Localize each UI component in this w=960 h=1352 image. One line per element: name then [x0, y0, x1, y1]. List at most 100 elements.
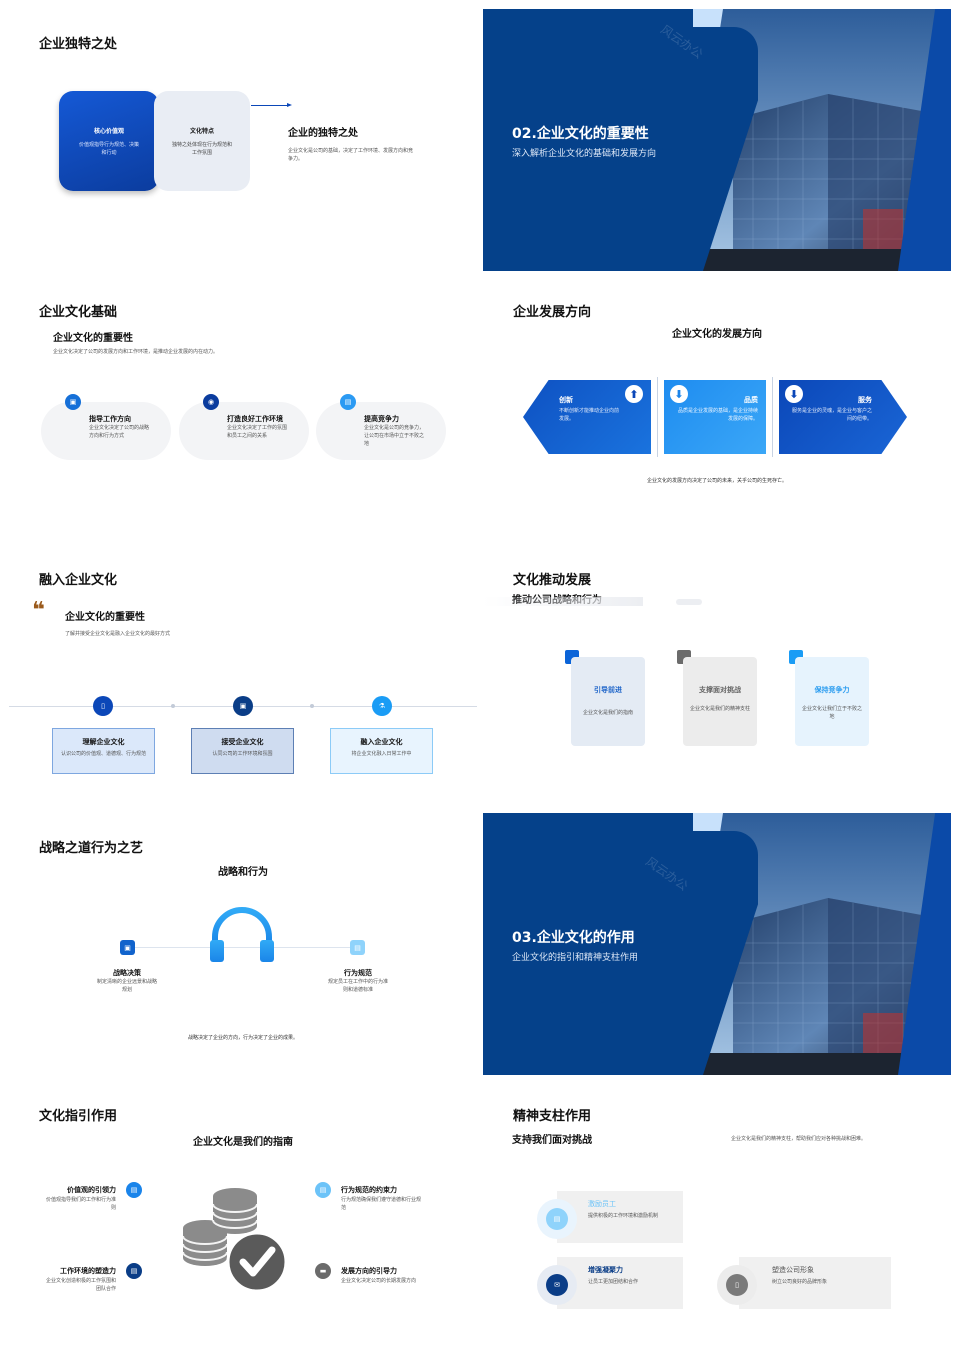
card-title: 增强凝聚力 — [588, 1266, 623, 1274]
card-text: 企业文化是我们的精神支柱 — [689, 706, 750, 712]
section-desc: 企业文化是我们的精神支柱，帮助我们应对各种挑战和困难。 — [731, 1136, 867, 1142]
feature-title: 指导工作方向 — [89, 415, 131, 423]
chat-icon: ▤ — [340, 394, 356, 410]
blue-panel — [483, 831, 758, 1075]
section-heading: 企业文化的重要性 — [53, 333, 133, 344]
section-desc: 了解并接受企业文化是融入企业文化的最好方式 — [65, 631, 171, 637]
slide-title: 文化推动发展 — [513, 573, 592, 588]
left-title: 战略决策 — [113, 969, 141, 977]
divider — [772, 377, 773, 457]
slide-title: 企业文化基础 — [39, 305, 118, 320]
slide-strategy-behavior[interactable]: 战略之道行为之艺 战略和行为 ▣ 战略决策 制定清晰的企业远景和战略规划 ▤ 行… — [9, 813, 477, 1075]
chat-icon: ▤ — [126, 1263, 142, 1279]
slide-company-uniqueness[interactable]: 企业独特之处 核心价值观 价值观指导行为规范、决策和行动 文化特点 独特之处体现… — [9, 9, 477, 271]
card-title: 核心价值观 — [93, 128, 124, 135]
headphones-icon — [210, 907, 274, 962]
feature-text: 企业文化决定了公司的战略方向和行为方式 — [89, 425, 150, 439]
subtitle-bar — [483, 597, 643, 606]
step-text: 将企业文化融入日常工作中 — [351, 751, 412, 757]
chat-icon: ▤ — [350, 940, 365, 955]
item-text: 行为规范确保我们遵守道德和行业规范 — [341, 1197, 422, 1211]
slide-title: 精神支柱作用 — [513, 1109, 592, 1124]
section-heading: 企业的独特之处 — [288, 128, 358, 139]
slide-culture-drives-development[interactable]: 文化推动发展 推动公司战略和行为 引导前进 企业文化是我们的指南 支撑面对挑战 … — [483, 545, 951, 807]
blue-panel-top — [483, 813, 693, 843]
chat-icon: ▤ — [537, 1199, 577, 1239]
footer-text: 战略决定了企业的方向，行为决定了企业的成果。 — [187, 1035, 298, 1041]
step-title: 接受企业文化 — [221, 738, 264, 746]
step-text: 认识公司的价值观、道德观、行为规范 — [61, 751, 147, 757]
slide-spiritual-pillar[interactable]: 精神支柱作用 支持我们面对挑战 企业文化是我们的精神支柱，帮助我们应对各种挑战和… — [483, 1081, 951, 1343]
card-text: 企业文化是我们的指南 — [582, 710, 633, 716]
slide-title: 企业独特之处 — [39, 37, 118, 52]
card-core-values: 核心价值观 价值观指导行为规范、决策和行动 — [59, 91, 159, 191]
chat-icon: ▤ — [126, 1182, 142, 1198]
card-title: 文化特点 — [189, 128, 214, 135]
down-arrow-icon: ⬇ — [670, 385, 688, 403]
image-icon: ▣ — [120, 940, 135, 955]
card-text: 企业文化让我们立于不败之地 — [801, 706, 862, 720]
card-title: 支撑面对挑战 — [699, 686, 741, 694]
card-title: 激励员工 — [588, 1200, 616, 1208]
left-text: 制定清晰的企业远景和战略规划 — [97, 979, 158, 993]
card-text: 服务是企业的灵魂，是企业与客户之间的纽带。 — [791, 408, 872, 422]
chat-icon: ▤ — [315, 1182, 331, 1198]
section-subtitle: 深入解析企业文化的基础和发展方向 — [512, 149, 657, 159]
document-icon-inner: ▯ — [726, 1274, 748, 1296]
step-title: 融入企业文化 — [360, 738, 403, 746]
item-title: 行为规范的约束力 — [341, 1186, 397, 1194]
arrow-head-icon — [287, 103, 292, 107]
timeline-dot — [310, 704, 314, 708]
connector-line — [134, 947, 352, 948]
step-card: 融入企业文化 将企业文化融入日常工作中 — [330, 728, 433, 774]
item-title: 价值观的引领力 — [67, 1186, 116, 1194]
section-title: 02.企业文化的重要性 — [512, 126, 649, 142]
feature-text: 企业文化决定了工作的氛围和员工之间的关系 — [227, 425, 288, 439]
section-heading: 企业文化是我们的指南 — [193, 1137, 293, 1148]
card-title: 保持竞争力 — [814, 686, 850, 694]
slide-integrate-culture[interactable]: 融入企业文化 ❝ 企业文化的重要性 了解并接受企业文化是融入企业文化的最好方式 … — [9, 545, 477, 807]
image-icon: ▣ — [65, 394, 81, 410]
blue-panel — [483, 27, 758, 271]
printer-icon: ▬ — [315, 1263, 331, 1279]
card-title: 品质 — [744, 396, 758, 404]
right-title: 行为规范 — [344, 969, 372, 977]
up-arrow-icon: ⬆ — [625, 385, 643, 403]
chat-icon-inner: ▤ — [546, 1208, 568, 1230]
timeline-dot — [171, 704, 175, 708]
card-text: 提供积极的工作环境和激励机制 — [588, 1213, 659, 1219]
item-text: 企业文化创造积极的工作氛围和团队合作 — [45, 1278, 116, 1292]
slide-section-02[interactable]: 风云办公 02.企业文化的重要性 深入解析企业文化的基础和发展方向 — [483, 9, 951, 271]
feature-title: 打造良好工作环境 — [227, 415, 283, 423]
feature-card: ▣ 指导工作方向 企业文化决定了公司的战略方向和行为方式 — [41, 394, 171, 460]
slide-guiding-role[interactable]: 文化指引作用 企业文化是我们的指南 ▤ 价值观的引领力 价值观指导我们的工作和行… — [9, 1081, 477, 1343]
subtitle-pill — [676, 599, 702, 605]
card-text: 独特之处体现在行为规范和工作氛围 — [171, 142, 232, 156]
card-text: 树立公司良好的品牌形象 — [772, 1279, 828, 1285]
mail-icon: ✉ — [537, 1265, 577, 1305]
section-subtitle: 企业文化的指引和精神支柱作用 — [512, 953, 639, 963]
slide-development-direction[interactable]: 企业发展方向 企业文化的发展方向 创新 不断创新才能推动企业向前发展。 ⬆ 品质… — [483, 277, 951, 539]
slide-section-03[interactable]: 风云办公 03.企业文化的作用 企业文化的指引和精神支柱作用 — [483, 813, 951, 1075]
document-icon: ▯ — [93, 696, 113, 716]
card-title: 塑造公司形象 — [772, 1266, 814, 1274]
footer-text: 企业文化的发展方向决定了公司的未来，关乎公司的生死存亡。 — [646, 478, 787, 484]
item-title: 发展方向的引导力 — [341, 1267, 397, 1275]
pillar-card: 塑造公司形象 树立公司良好的品牌形象 — [739, 1257, 891, 1309]
section-heading: 支持我们面对挑战 — [512, 1135, 592, 1146]
divider — [657, 377, 658, 457]
value-card: 支撑面对挑战 企业文化是我们的精神支柱 — [683, 657, 757, 746]
pillar-card: 增强凝聚力 让员工更加团结和合作 — [557, 1257, 683, 1309]
section-heading: 战略和行为 — [218, 867, 268, 878]
coins-check-icon — [182, 1188, 288, 1293]
step-card: 理解企业文化 认识公司的价值观、道德观、行为规范 — [52, 728, 155, 774]
section-desc: 企业文化决定了公司的发展方向和工作环境，是推动企业发展的内在动力。 — [53, 349, 219, 355]
section-title: 03.企业文化的作用 — [512, 930, 635, 946]
pillar-card: 激励员工 提供积极的工作环境和激励机制 — [557, 1191, 683, 1243]
flask-icon: ⚗ — [372, 696, 392, 716]
value-card: 引导前进 企业文化是我们的指南 — [571, 657, 645, 746]
arrow-line — [251, 105, 289, 106]
slide-culture-foundation[interactable]: 企业文化基础 企业文化的重要性 企业文化决定了公司的发展方向和工作环境，是推动企… — [9, 277, 477, 539]
step-text: 认同公司的工作环境和氛围 — [212, 751, 273, 757]
card-title: 服务 — [858, 396, 872, 404]
